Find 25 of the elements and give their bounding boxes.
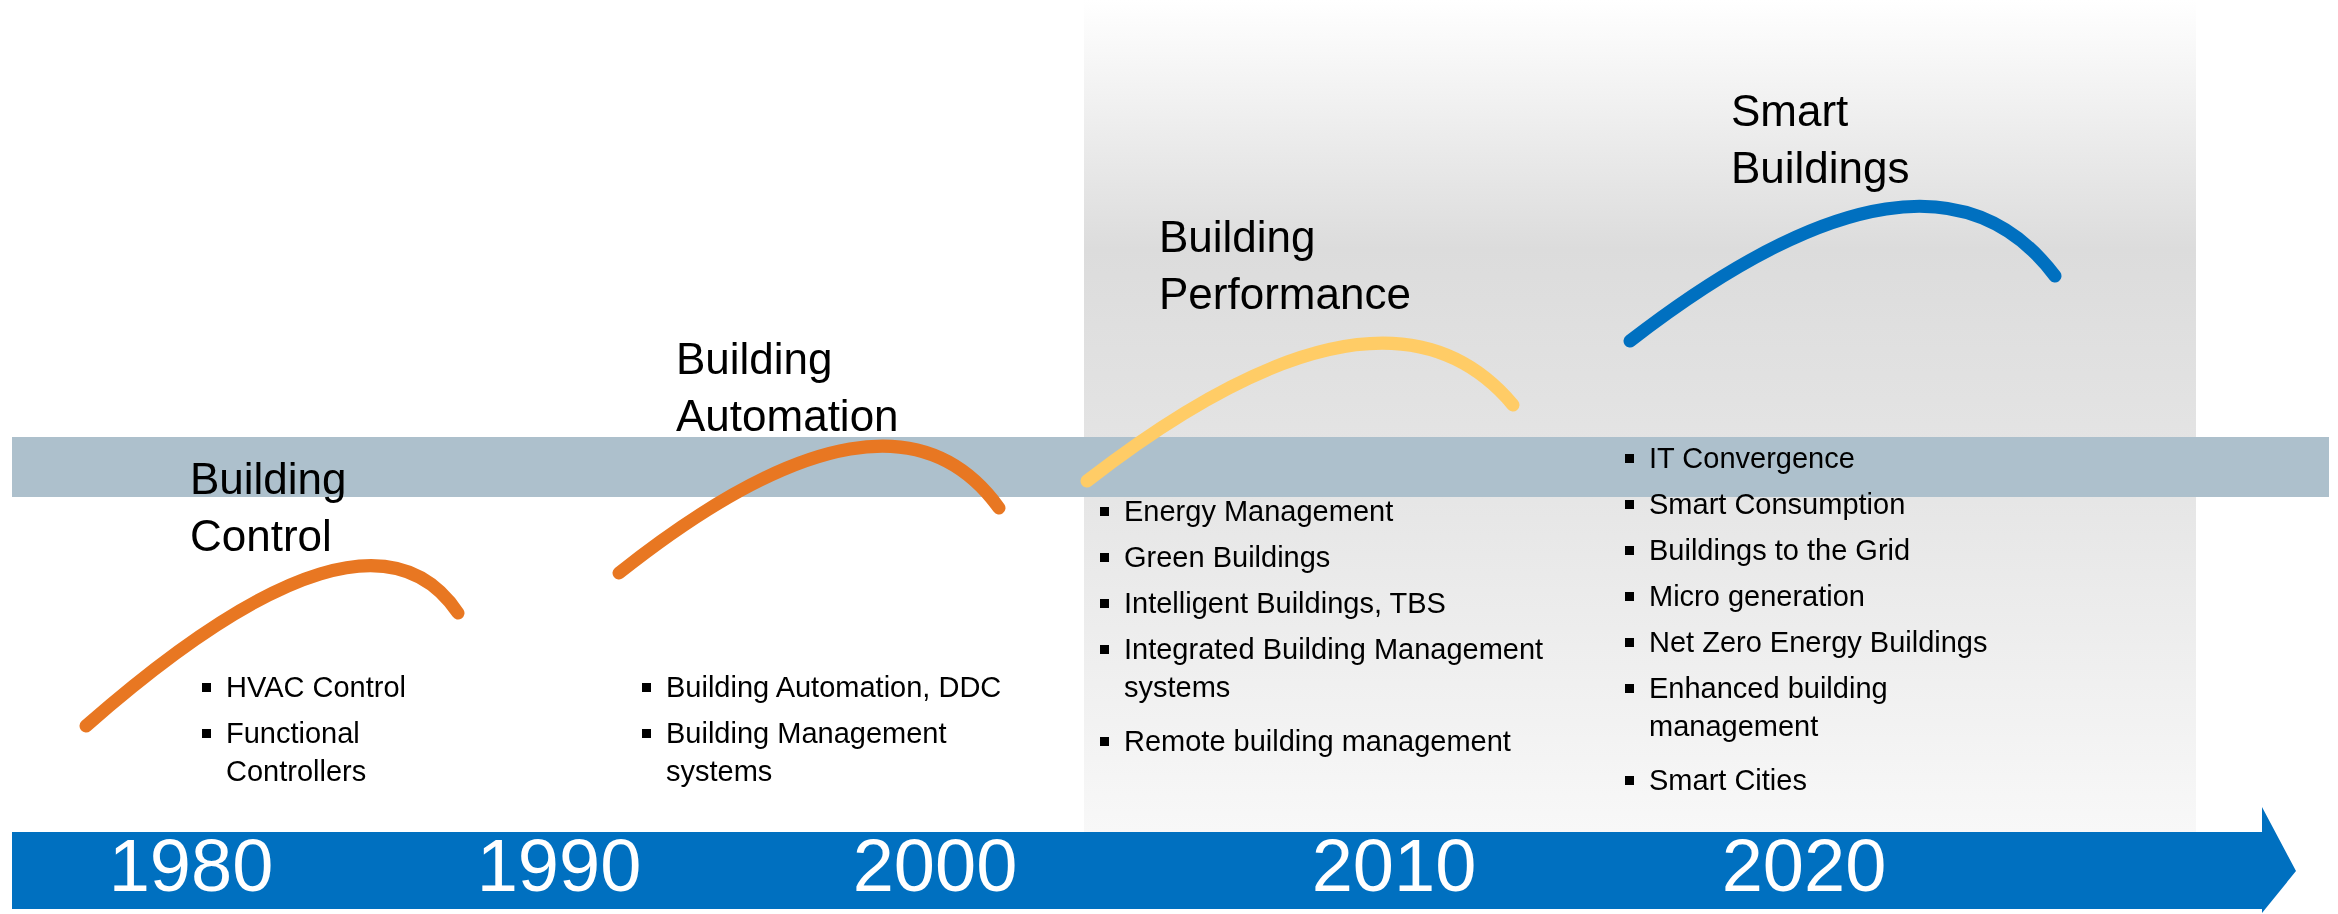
- phase-title: Smart Buildings: [1731, 85, 1911, 194]
- year-label: 1990: [476, 826, 642, 906]
- list-item: Building Automation, DDC: [641, 668, 1041, 706]
- phase-title: Building Control: [190, 453, 348, 562]
- list-item: Building Management systems: [641, 714, 1041, 790]
- list-item: Green Buildings: [1099, 538, 1594, 576]
- year-label: 2020: [1721, 826, 1887, 906]
- year-label: 2000: [852, 826, 1018, 906]
- phase-title: Building Performance: [1159, 211, 1412, 320]
- list-item: Integrated Building Management systems: [1099, 630, 1594, 706]
- year-label: 1980: [108, 826, 274, 906]
- list-item: Remote building management: [1099, 722, 1594, 760]
- list-item: HVAC Control: [201, 668, 441, 706]
- list-item: Micro generation: [1624, 577, 2034, 615]
- list-item: IT Convergence: [1624, 439, 2034, 477]
- list-item: Intelligent Buildings, TBS: [1099, 584, 1594, 622]
- list-item: Functional Controllers: [201, 714, 441, 790]
- list-item: Buildings to the Grid: [1624, 531, 2034, 569]
- list-item: Smart Cities: [1624, 761, 2034, 799]
- phase-title: Building Automation: [676, 333, 900, 442]
- list-item: Enhanced building management: [1624, 669, 2034, 745]
- list-item: Net Zero Energy Buildings: [1624, 623, 2034, 661]
- year-label: 2010: [1311, 826, 1477, 906]
- list-item: Energy Management: [1099, 492, 1594, 530]
- list-item: Smart Consumption: [1624, 485, 2034, 523]
